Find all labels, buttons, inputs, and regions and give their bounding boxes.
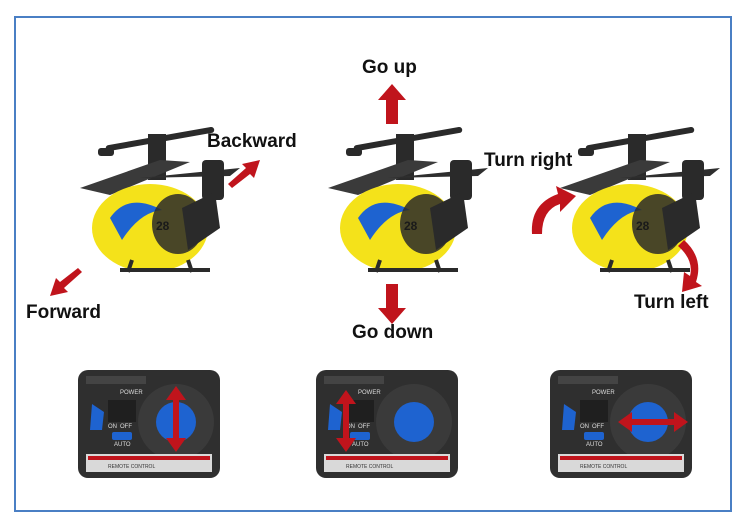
arrow-turn-right <box>528 184 578 236</box>
power-label: POWER <box>592 390 615 396</box>
arrow-up <box>378 84 406 124</box>
panel-label: REMOTE CONTROL <box>346 464 393 470</box>
auto-label: AUTO <box>586 442 603 448</box>
remote-1: POWER ON OFF AUTO REMOTE CONTROL <box>78 370 220 478</box>
arrow-turn-left <box>664 238 704 294</box>
arrow-remote-3 <box>618 412 688 432</box>
arrow-backward <box>224 156 264 188</box>
on-label: ON <box>580 424 589 430</box>
arrow-remote-2 <box>336 390 356 452</box>
helicopter-number: 28 <box>636 219 650 233</box>
power-label: POWER <box>120 390 143 396</box>
off-label: OFF <box>120 424 132 430</box>
panel-label: REMOTE CONTROL <box>580 464 627 470</box>
helicopter-2: 28 <box>318 100 508 290</box>
helicopter-3: 28 <box>550 100 740 290</box>
off-label: OFF <box>592 424 604 430</box>
arrow-down <box>378 284 406 324</box>
auto-label: AUTO <box>114 442 131 448</box>
helicopter-illustration: 28 <box>328 126 488 272</box>
label-turn-left: Turn left <box>634 292 709 314</box>
power-label: POWER <box>358 390 381 396</box>
label-go-up: Go up <box>362 57 417 79</box>
arrow-remote-1 <box>166 386 186 452</box>
off-label: OFF <box>358 424 370 430</box>
helicopter-number: 28 <box>156 219 170 233</box>
label-forward: Forward <box>26 302 101 324</box>
arrow-forward <box>46 268 86 300</box>
helicopter-illustration: 28 <box>80 126 240 272</box>
helicopter-1: 28 <box>70 100 260 290</box>
panel-label: REMOTE CONTROL <box>108 464 155 470</box>
label-go-down: Go down <box>352 322 433 344</box>
on-label: ON <box>108 424 117 430</box>
helicopter-number: 28 <box>404 219 418 233</box>
